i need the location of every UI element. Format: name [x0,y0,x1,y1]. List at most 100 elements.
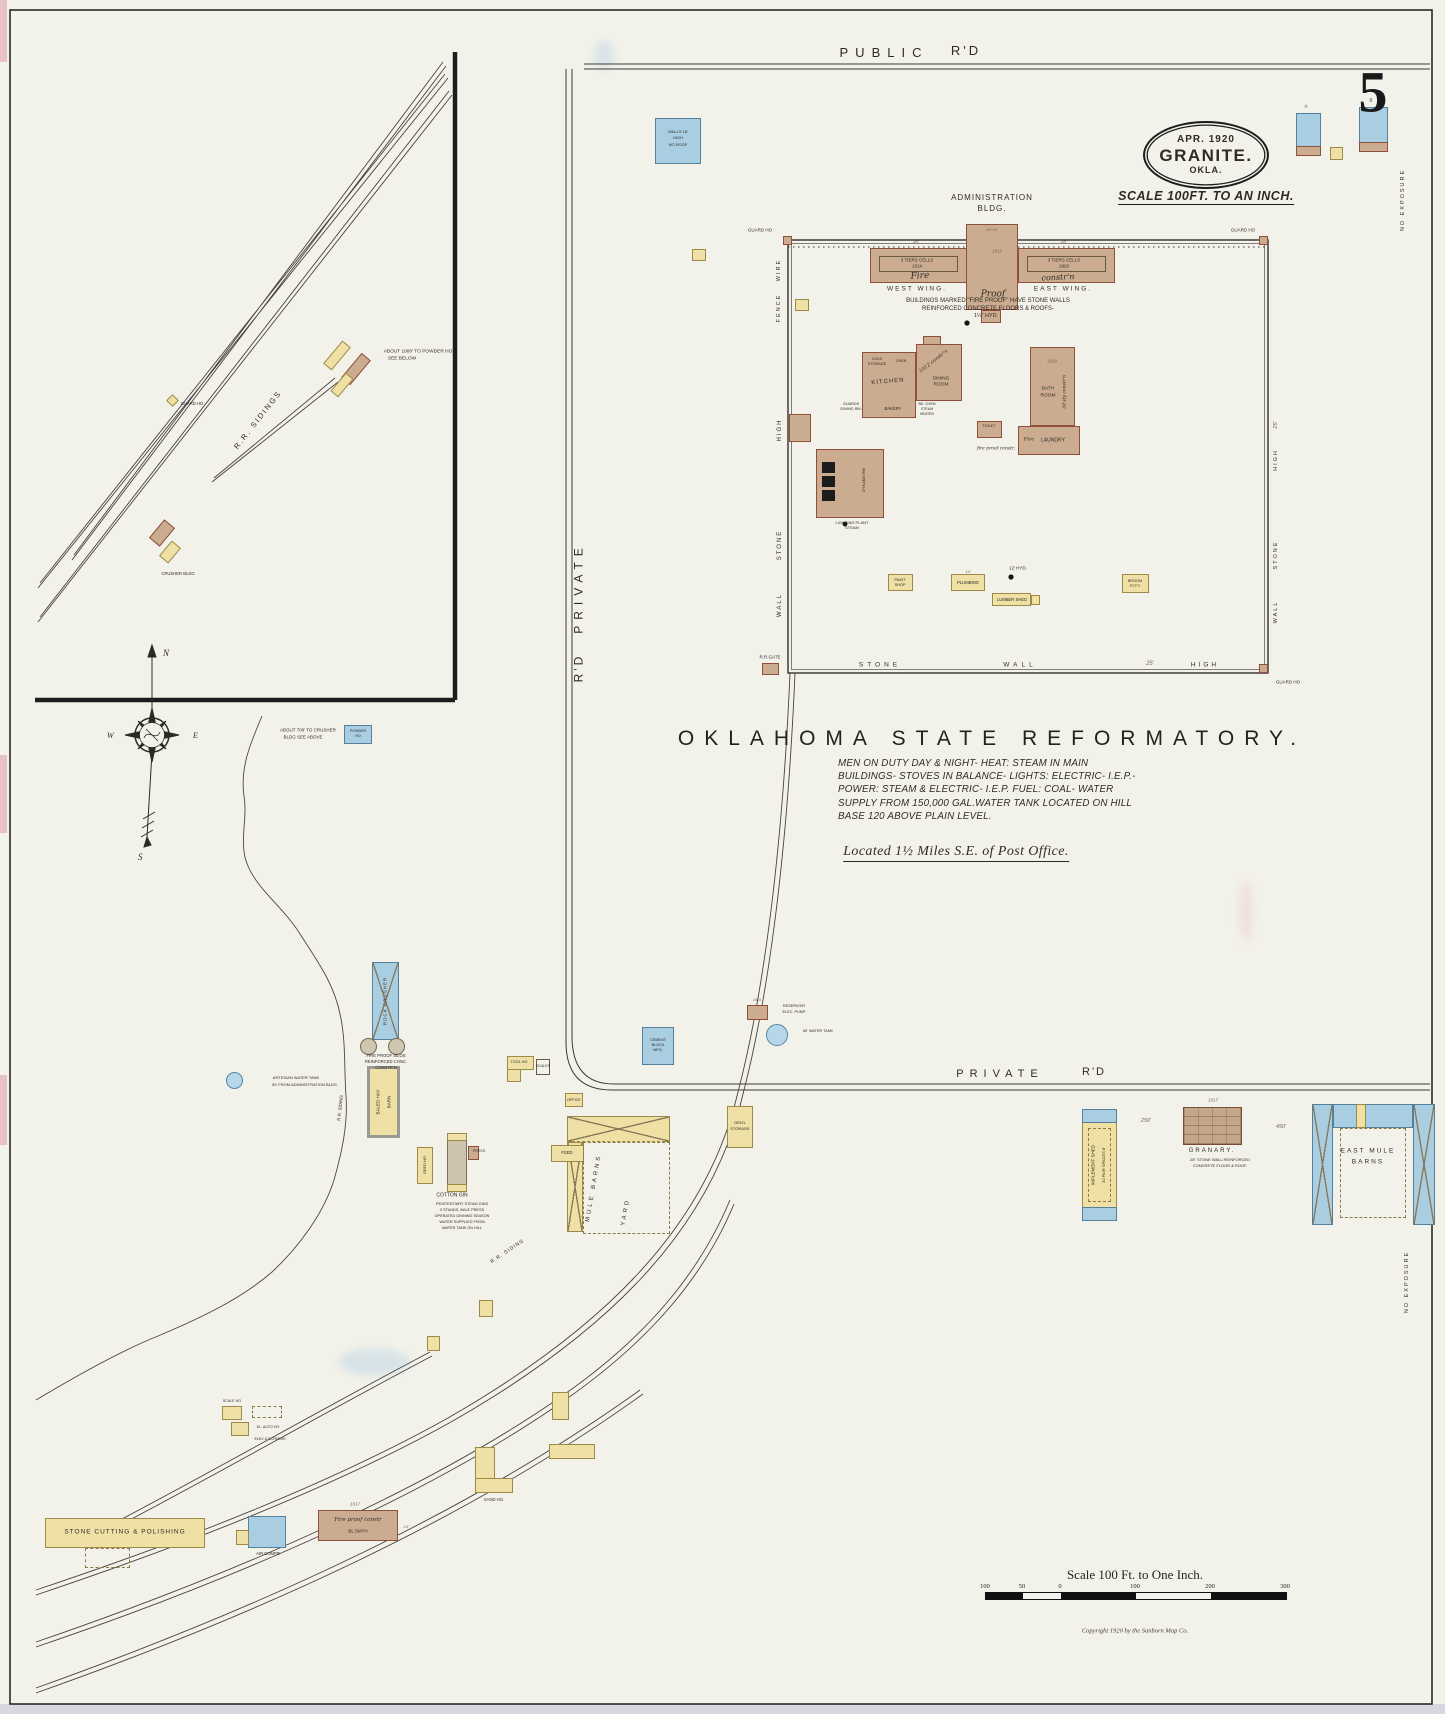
east-wing-label: EAST WING. [1033,285,1093,293]
broom-fcty [1122,574,1149,593]
cotton-gin: COTTON GIN [436,1192,468,1199]
implement-dash [1088,1128,1111,1202]
powder-ho [344,725,372,744]
pump-tank: 60' WATER TANK [802,1029,834,1034]
compass-n-label: N [162,648,170,658]
gin-note-5: WATER TANK ON HILL [442,1226,482,1231]
guard-ho-nw: GUARD HO [747,227,773,233]
yard: YARD [620,1197,632,1227]
guard-sq-se [1259,664,1268,673]
tiny-shed-1 [795,299,809,311]
granary-note-2: CONCRETE FLOOR & ROOF. [1192,1162,1248,1168]
power-dynamo: DYNAMO RM [862,468,867,492]
granary-1917: 1917 [1207,1097,1219,1103]
blacksmith [318,1510,398,1541]
guard-ho-se: GUARD HO [1275,679,1301,685]
plumbing-label: PLUMBING [957,579,979,585]
junction-1: SCALE HO [222,1399,242,1404]
guards-dining-2: DINING RM. [840,407,862,412]
east-mule-left [1312,1104,1333,1225]
rock-crusher: ROCK CRUSHER [382,976,388,1026]
admin-label-2: BLDG. [977,203,1007,213]
lumber-attach [1031,595,1040,605]
wall-w-2: FENCE [776,293,783,323]
blsmith-24: 24' [403,1523,409,1529]
admin-label-1: ADMINISTRATION [951,192,1033,202]
rr-siding-curve: R.R. SIDING [489,1237,526,1266]
bk-oven-3: HEATED [919,412,935,417]
artesian-1: ARTESIAN WATER TANK [272,1074,320,1080]
crusher-bldg-label: CRUSHER BLDG [161,570,195,576]
gin-note-1: PENITENTIARY STEAM GINS [436,1202,488,1207]
power-note-2: STEAM [845,524,859,530]
bk-oven-2: STEAM [920,407,934,412]
wall-e-3: STONE [1273,540,1280,570]
long-shed [567,1116,670,1142]
scan-edge-artifact [0,1075,7,1145]
rr-gate: R.R.GATE [759,654,781,660]
boiler-1 [822,462,835,473]
rr-spur [119,1351,433,1525]
bldg-b-mark: B [1369,97,1373,103]
bath-label-2: ROOM [1040,393,1056,399]
bldg-a-mark: A [1304,103,1308,109]
tiny-shed-5 [552,1392,569,1420]
junction-bldg-2 [231,1422,249,1436]
east-mule-dash [1340,1128,1406,1218]
wall-w-1: WIRE [776,258,783,282]
genl-2: STORAGE [730,1125,750,1131]
power-note-1: LIGHTING PLANT [835,519,869,525]
artesian-tank [226,1072,243,1089]
rr-sidings-parcel: R.R. SIDINGS [231,388,284,451]
laundry-fire: Fire [1023,436,1035,443]
hill-base-line [35,715,347,1401]
bath-1910: 1910 [1046,358,1058,364]
hydrant-dot [842,521,848,527]
toilet [977,421,1002,438]
lumber-shed-bldg [992,593,1031,606]
guards-dining-1: GUARDS [842,402,860,407]
lumber-shed: LUMBER SHED [996,596,1028,602]
wall-shed [789,414,811,442]
wall-e-1: 25' [1273,421,1280,429]
tiny-shed-3 [479,1300,493,1317]
dining-label-1: DINING [932,376,950,382]
office-bldg [565,1093,583,1107]
powder-ho-2: HO [355,734,361,739]
gin-press: PRESS [472,1149,486,1154]
walls-18-enclosure [655,118,701,164]
scan-smudge [338,1348,410,1376]
cement-1: CEMENT [649,1038,667,1043]
scan-smudge [593,40,615,70]
broom-2: FCT'Y [1129,584,1141,589]
junction-2: EL. AUTO HO [256,1425,280,1430]
silos-1: FIRE PROOF SILOS [366,1052,406,1058]
west-wing-cells-1: 3 TIERS CELLS [900,257,934,263]
wall-s-2: WALL [1003,661,1037,669]
seed-ho-bldg [417,1147,433,1184]
rr-curve-1 [35,672,791,1591]
private-rd-horiz-word1: PRIVATE [956,1068,1044,1081]
vert-barn [567,1142,583,1232]
implement-cap-n [1082,1109,1117,1123]
dist-250: 250' [1140,1118,1152,1125]
rock-crusher-bldg [372,962,399,1040]
stone-wall-outer [787,239,1269,674]
west-wing-cells-2: 1914 [911,263,923,269]
compass-w-label: W [107,731,115,740]
compass-rose [124,643,180,848]
private-road-line [565,69,1430,1091]
dist-450: 450' [1275,1124,1287,1131]
mule-barns: MULE BARNS [584,1153,603,1223]
private-rd-horiz-word2: R'D [1082,1066,1106,1079]
hydrant-dot [964,320,970,326]
public-rd-word1: PUBLIC [839,45,929,61]
silo-1 [360,1038,377,1055]
no-exposure-bottom: NO EXPOSURE [1404,1250,1411,1314]
hay-barn-1: BALED HAY [375,1089,381,1115]
granary [1183,1107,1242,1145]
